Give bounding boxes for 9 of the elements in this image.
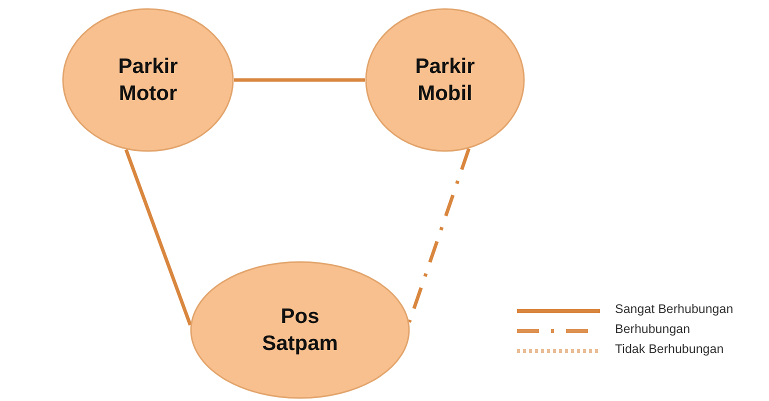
node-label: Parkir Motor (117, 54, 179, 107)
node-label: Parkir Mobil (414, 54, 476, 107)
connector-line (234, 78, 365, 82)
connector-line (408, 148, 471, 323)
node-label: Pos Satpam (261, 304, 339, 357)
legend-label: Sangat Berhubungan (615, 302, 734, 316)
legend-label: Tidak Berhubungan (615, 342, 724, 356)
connector-line (124, 149, 192, 326)
legend-label: Berhubungan (615, 322, 690, 336)
